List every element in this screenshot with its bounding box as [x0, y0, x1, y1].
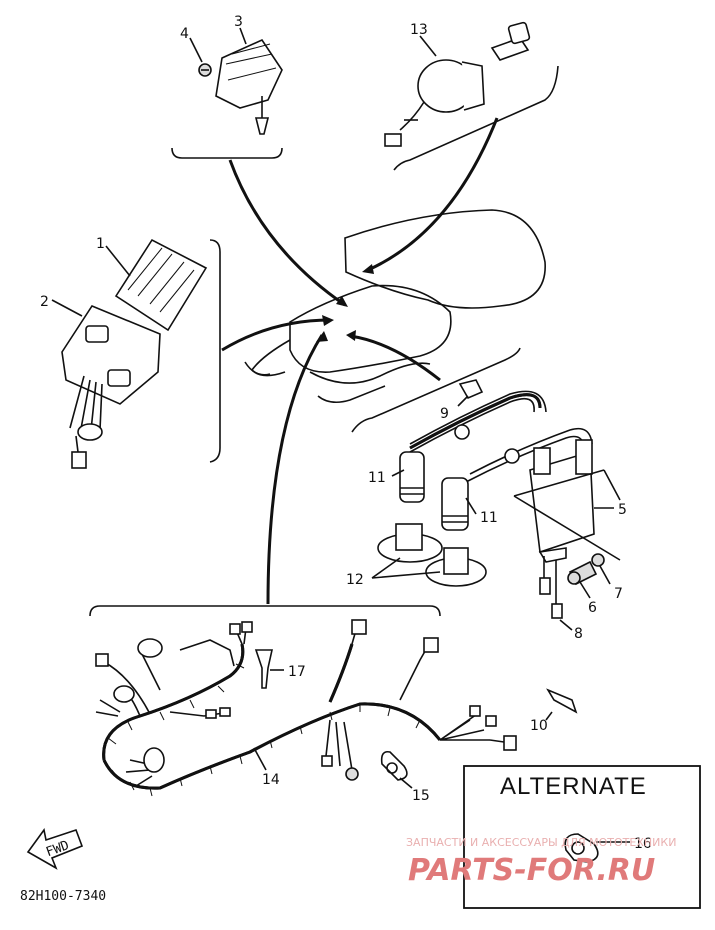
- leader-harness: [266, 334, 324, 605]
- label-leaders: [51, 27, 630, 843]
- arrowhead-4: [346, 330, 356, 341]
- fwd-arrow: FWD: [26, 828, 84, 870]
- label-part-11a: 11: [368, 470, 386, 486]
- frame-outline: [244, 209, 546, 404]
- bolt-4: [198, 63, 212, 77]
- label-part-5: 5: [618, 502, 627, 518]
- label-part-8: 8: [574, 626, 583, 642]
- clamp-9: [458, 379, 484, 400]
- watermark-line-2: PARTS-FOR.RU: [408, 853, 655, 888]
- label-part-17: 17: [288, 664, 306, 680]
- label-part-1: 1: [96, 236, 105, 252]
- label-part-15: 15: [412, 788, 430, 804]
- cdi-unit: [114, 238, 208, 332]
- arrowhead-5: [316, 331, 328, 342]
- arrowhead-3: [322, 315, 334, 326]
- arrowhead-1: [336, 296, 348, 307]
- leader-rectifier: [228, 159, 346, 307]
- clamp-15: [380, 750, 408, 781]
- bracket-harness-group: [89, 605, 441, 617]
- bolt-6: [567, 560, 598, 586]
- ignition-key: [490, 21, 531, 61]
- arrowhead-2: [362, 264, 374, 274]
- alternate-box: ALTERNATE 16: [463, 765, 701, 909]
- leader-cdi: [221, 318, 331, 352]
- spark-plug-caps: [399, 390, 593, 531]
- bracket-coil-group: [351, 347, 521, 433]
- label-part-9: 9: [440, 406, 449, 422]
- label-part-13: 13: [410, 22, 428, 38]
- watermark-line-1: ЗАПЧАСТИ И АКСЕССУАРЫ ДЛЯ МОТОТЕХНИКИ: [406, 836, 676, 849]
- cdi-rubber-cover: [61, 305, 161, 469]
- ignition-coil: [513, 439, 621, 619]
- label-part-10: 10: [530, 718, 548, 734]
- nut-7: [591, 553, 605, 567]
- cable-band-10: [546, 688, 578, 714]
- label-part-11b: 11: [480, 510, 498, 526]
- rubber-boots: [371, 523, 487, 587]
- alternate-title: ALTERNATE: [500, 773, 647, 800]
- label-part-4: 4: [180, 26, 189, 42]
- wire-harness: [95, 619, 517, 797]
- bracket-rectifier-group: [171, 147, 283, 159]
- label-part-2: 2: [40, 294, 49, 310]
- label-part-12: 12: [346, 572, 364, 588]
- bracket-main-switch-group: [393, 65, 559, 171]
- label-part-16: 16: [634, 836, 652, 852]
- label-part-3: 3: [234, 14, 243, 30]
- bracket-left-cdi-group: [209, 239, 221, 463]
- label-part-7: 7: [614, 586, 623, 602]
- label-part-14: 14: [262, 772, 280, 788]
- leader-main-switch: [367, 117, 499, 272]
- diagram-code: 82H100-7340: [20, 889, 106, 904]
- rectifier-regulator: [215, 38, 283, 135]
- clip-17: [254, 649, 273, 689]
- label-part-6: 6: [588, 600, 597, 616]
- leader-coil: [349, 334, 441, 382]
- main-switch: [384, 59, 485, 147]
